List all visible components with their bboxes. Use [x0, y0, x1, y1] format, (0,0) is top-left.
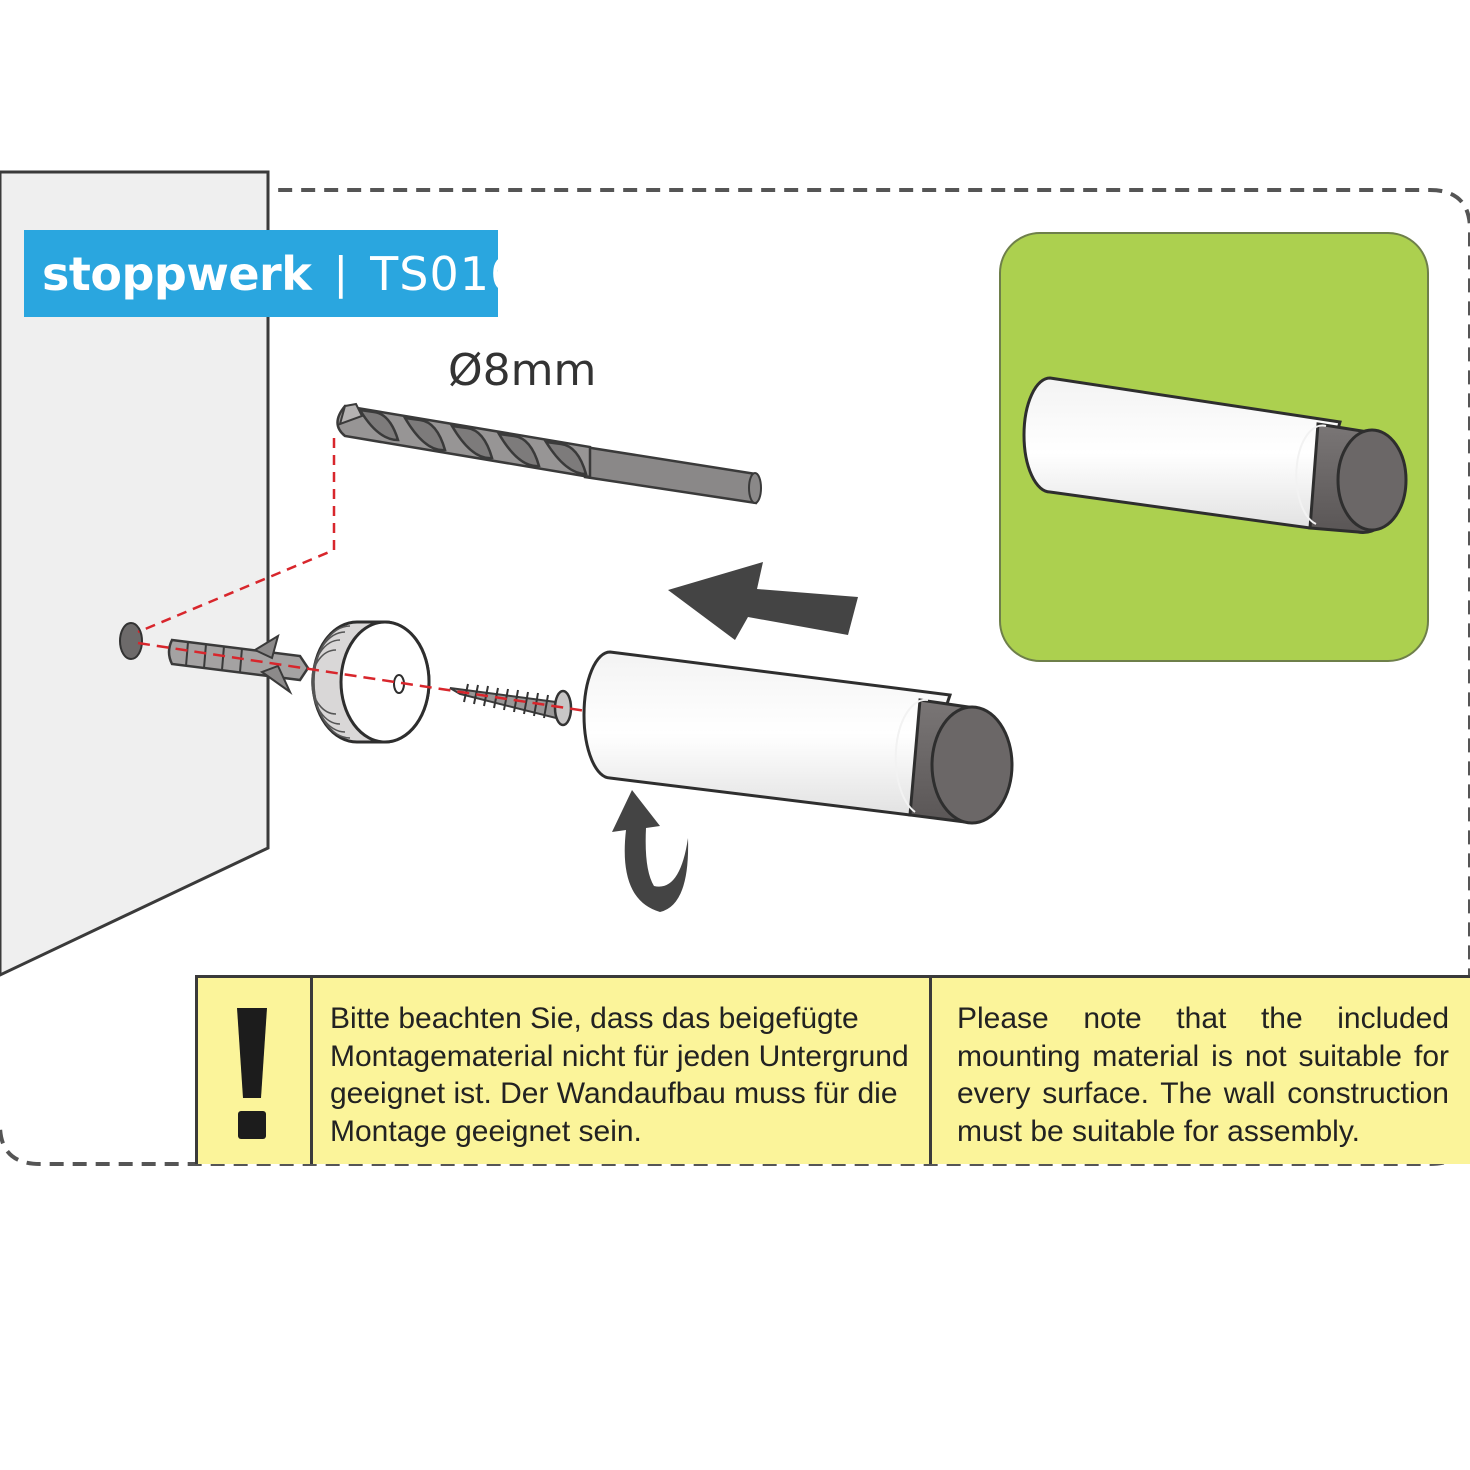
push-arrow-icon: [668, 562, 858, 640]
drill-bit-icon: [336, 402, 762, 505]
screw-icon: [449, 683, 573, 727]
drill-guide-line: [137, 438, 336, 634]
brand-banner: stoppwerk | TS016: [24, 230, 519, 317]
finished-door-stop-icon: [1022, 376, 1408, 534]
assembly-guide-line: [137, 641, 719, 733]
wall-hole: [119, 622, 143, 660]
wall-plug-icon: [167, 633, 310, 696]
door-stop-icon: [582, 650, 1014, 825]
exclamation-icon: [198, 978, 313, 1164]
notice-text-en: Please note that the included mounting m…: [957, 1002, 1449, 1148]
mounting-disc-icon: [311, 620, 431, 744]
notice-box: Bitte beachten Sie, dass das beigefügte …: [195, 975, 1470, 1164]
notice-english: Please note that the included mounting m…: [935, 978, 1450, 1164]
brand-separator: |: [333, 248, 349, 299]
drill-size-label: Ø8mm: [448, 345, 597, 396]
notice-german: Bitte beachten Sie, dass das beigefügte …: [310, 978, 932, 1164]
brand-name: stoppwerk: [42, 246, 312, 301]
rotate-arrow-icon: [612, 790, 689, 912]
notice-text-de: Bitte beachten Sie, dass das beigefügte …: [330, 1002, 909, 1148]
model-number: TS016: [370, 246, 521, 301]
